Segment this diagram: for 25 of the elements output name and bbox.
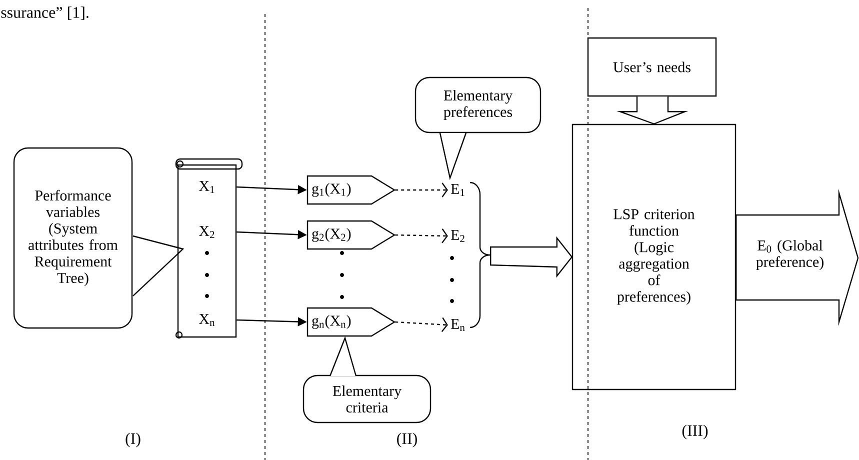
section-label: (I) bbox=[126, 432, 140, 448]
edge-label: E$_{0}$ (Global preference) bbox=[751, 238, 829, 272]
variable-label: X$_{2}$ bbox=[199, 226, 214, 238]
callout-bubble: Elementary criteria bbox=[302, 336, 432, 424]
block-arrow bbox=[616, 96, 688, 125]
block-arrow bbox=[490, 236, 573, 278]
brace bbox=[470, 182, 491, 328]
scroll-drawing bbox=[175, 158, 243, 339]
text-fragment: ssurance” [1]. bbox=[1, 6, 88, 20]
callout-bubble: Elementary preferences bbox=[414, 76, 542, 180]
process-box: User’s needs bbox=[587, 37, 717, 97]
arrow bbox=[395, 182, 448, 198]
callout-bubble: Performance variables (System attributes from Requirement Tree) bbox=[13, 147, 184, 329]
process-box: LSP criterion function (Logic aggregation of preferences) bbox=[572, 124, 736, 390]
function-box: g$_{1}$(X$_{1}$) bbox=[306, 175, 396, 205]
variable-label: E$_{2}$ bbox=[451, 230, 464, 242]
variable-label: E$_{n}$ bbox=[451, 319, 465, 331]
arrow bbox=[395, 228, 448, 244]
variable-label: E$_{1}$ bbox=[451, 184, 464, 196]
variable-label: X$_{1}$ bbox=[199, 181, 214, 193]
arrow bbox=[395, 317, 448, 332]
variable-label: X$_{n}$ bbox=[199, 314, 215, 326]
function-box: g$_{n}$(X$_{n}$) bbox=[306, 307, 396, 337]
section-label: (III) bbox=[682, 424, 708, 440]
function-box: g$_{2}$(X$_{2}$) bbox=[306, 220, 396, 250]
